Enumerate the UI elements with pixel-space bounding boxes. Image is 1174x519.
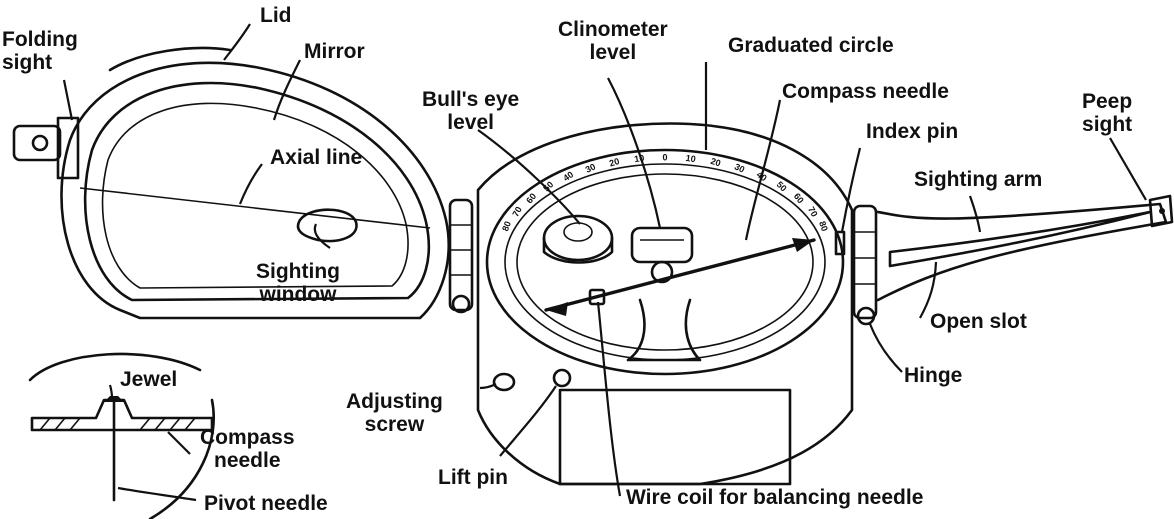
label-sighting-window-line1: Sighting	[256, 260, 340, 283]
scale-number: 40	[561, 169, 575, 183]
label-jewel: Jewel	[120, 368, 178, 391]
label-folding-sight: Folding sight	[2, 28, 78, 74]
body-case	[476, 122, 854, 486]
label-sighting-window-line2: window	[259, 283, 337, 306]
scale-number: 50	[775, 179, 789, 193]
axial-line	[79, 187, 431, 229]
scale-number: 70	[806, 205, 820, 219]
label-adjusting-screw-line2: screw	[364, 413, 425, 436]
sighting-arm-part	[876, 194, 1174, 302]
lid-inner	[83, 81, 431, 302]
inset-jewel	[104, 396, 124, 402]
index-pin-part	[834, 230, 846, 256]
graduated-circle-ring	[485, 148, 845, 376]
clinometer-level-part	[630, 226, 694, 264]
label-adjusting-screw: Adjusting screw	[346, 390, 443, 436]
scale-number: 70	[510, 205, 524, 219]
bulls-eye-level-part	[542, 214, 614, 264]
clinometer-arm	[626, 298, 702, 362]
label-peep-sight: Peep sight	[1082, 90, 1132, 136]
scale-number: 10	[685, 153, 696, 164]
scale-number: 80	[500, 220, 513, 233]
pivot-inset	[28, 352, 215, 519]
inset-needle-bar	[30, 398, 214, 432]
label-bulls-eye-line1: Bull's eye	[422, 88, 520, 111]
open-slot-shape	[888, 210, 1152, 268]
scale-number: 60	[524, 191, 538, 205]
label-mirror: Mirror	[304, 40, 365, 63]
label-sighting-window: Sighting window	[256, 260, 340, 306]
label-wire-coil: Wire coil for balancing needle	[626, 486, 924, 509]
scale-number: 30	[584, 161, 597, 174]
label-peep-sight-line2: sight	[1082, 113, 1133, 136]
label-folding-sight-line1: Folding	[2, 28, 78, 51]
scale-number: 40	[755, 169, 769, 183]
label-lift-pin: Lift pin	[438, 466, 508, 489]
label-inset-compass-needle: Compass needle	[200, 426, 295, 472]
folding-sight-part	[12, 116, 80, 180]
arm-hinge	[852, 204, 878, 326]
label-inset-compass-line1: Compass	[200, 426, 295, 449]
label-index-pin: Index pin	[866, 120, 959, 143]
lid-top-rim	[108, 46, 232, 72]
leader-lines	[62, 23, 1147, 502]
label-folding-sight-line2: sight	[2, 51, 53, 74]
scale-number: 10	[634, 153, 645, 164]
label-clinometer-level: Clinometer level	[558, 18, 668, 64]
scale-number: 20	[608, 156, 621, 169]
lift-pin-part	[552, 368, 572, 388]
label-lid: Lid	[260, 4, 292, 27]
label-open-slot: Open slot	[930, 310, 1027, 333]
label-inset-compass-line2: needle	[214, 449, 281, 472]
label-graduated-circle: Graduated circle	[728, 34, 894, 57]
scale-number: 0	[662, 152, 667, 162]
mirror-surface	[101, 102, 409, 289]
scale-number: 30	[733, 161, 746, 174]
adjusting-screw-part	[492, 372, 516, 392]
label-clinometer-line2: level	[589, 41, 637, 64]
peep-sight-part	[1148, 194, 1174, 228]
label-clinometer-line1: Clinometer	[558, 18, 668, 41]
lid-hinge	[448, 198, 474, 314]
label-hinge: Hinge	[904, 364, 963, 387]
inset-circle	[28, 352, 215, 519]
scale-number: 60	[792, 191, 806, 205]
scale-number: 50	[541, 179, 555, 193]
lid-assembly	[60, 46, 450, 320]
scale-number: 20	[709, 156, 722, 169]
body-base-front	[558, 388, 792, 486]
label-adjusting-screw-line1: Adjusting	[346, 390, 443, 413]
label-pivot-needle: Pivot needle	[204, 492, 328, 515]
label-compass-needle: Compass needle	[782, 80, 949, 103]
compass-needle-part	[544, 238, 816, 316]
compass-body	[476, 122, 854, 486]
scale-number: 80	[817, 220, 830, 233]
lid-outer	[60, 61, 450, 320]
label-bulls-eye-level: Bull's eye level	[422, 88, 519, 134]
label-peep-sight-line1: Peep	[1082, 90, 1133, 113]
sighting-window-shape	[296, 208, 358, 243]
label-sighting-arm: Sighting arm	[914, 168, 1043, 191]
label-bulls-eye-line2: level	[447, 111, 494, 134]
label-axial-line: Axial line	[270, 146, 363, 169]
